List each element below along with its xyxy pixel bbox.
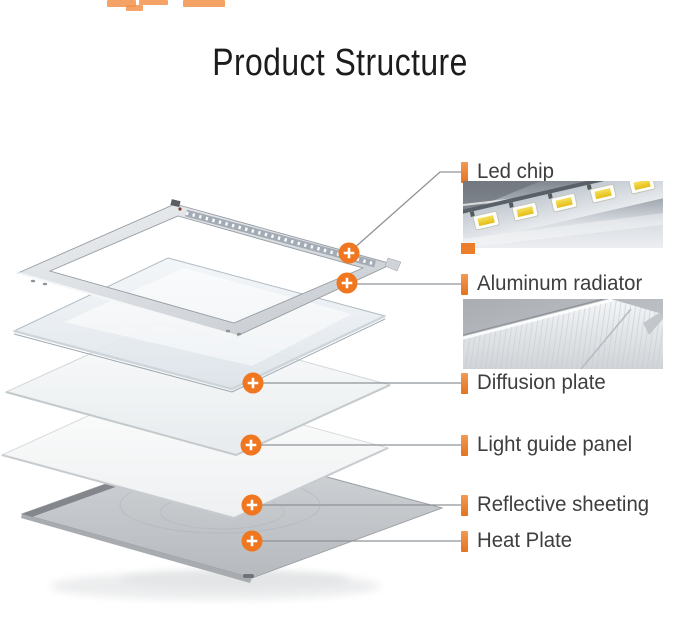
label-bullet-icon bbox=[461, 372, 468, 394]
label-reflective-sheeting: Reflective sheeting bbox=[461, 492, 654, 518]
marker-reflective-sheeting-icon bbox=[241, 494, 263, 516]
photo-corner-orange-mark bbox=[461, 243, 475, 254]
aluminum-radiator-photo bbox=[463, 299, 663, 369]
heat-plate-shadow bbox=[50, 571, 380, 600]
marker-diffusion-plate-icon bbox=[242, 372, 264, 394]
callout-lines bbox=[258, 171, 462, 542]
label-aluminum-radiator: Aluminum radiator bbox=[461, 271, 647, 297]
label-bullet-icon bbox=[461, 530, 468, 552]
label-text: Diffusion plate bbox=[477, 371, 606, 394]
label-text: Reflective sheeting bbox=[477, 493, 650, 516]
label-led-chip: Led chip bbox=[461, 159, 556, 185]
led-chip-photo bbox=[463, 181, 663, 248]
label-text: Aluminum radiator bbox=[477, 272, 643, 295]
label-text: Light guide panel bbox=[477, 433, 633, 456]
marker-light-guide-panel-icon bbox=[240, 434, 262, 456]
label-bullet-icon bbox=[461, 494, 468, 516]
marker-led-chip-icon bbox=[338, 242, 360, 264]
label-bullet-icon bbox=[461, 161, 468, 183]
frame-corner-hardware bbox=[30, 199, 402, 336]
callout-markers bbox=[240, 242, 360, 552]
page-title: Product Structure bbox=[212, 42, 468, 84]
led-chips bbox=[469, 181, 656, 231]
label-text: Heat Plate bbox=[477, 529, 573, 552]
label-text: Led chip bbox=[477, 160, 555, 183]
marker-heat-plate-icon bbox=[241, 530, 263, 552]
label-bullet-icon bbox=[461, 273, 468, 295]
label-bullet-icon bbox=[461, 434, 468, 456]
label-heat-plate: Heat Plate bbox=[461, 528, 575, 554]
marker-aluminum-radiator-icon bbox=[336, 272, 358, 294]
label-diffusion-plate: Diffusion plate bbox=[461, 370, 610, 396]
label-light-guide-panel: Light guide panel bbox=[461, 432, 637, 458]
callout-line-led-chip bbox=[351, 171, 462, 251]
